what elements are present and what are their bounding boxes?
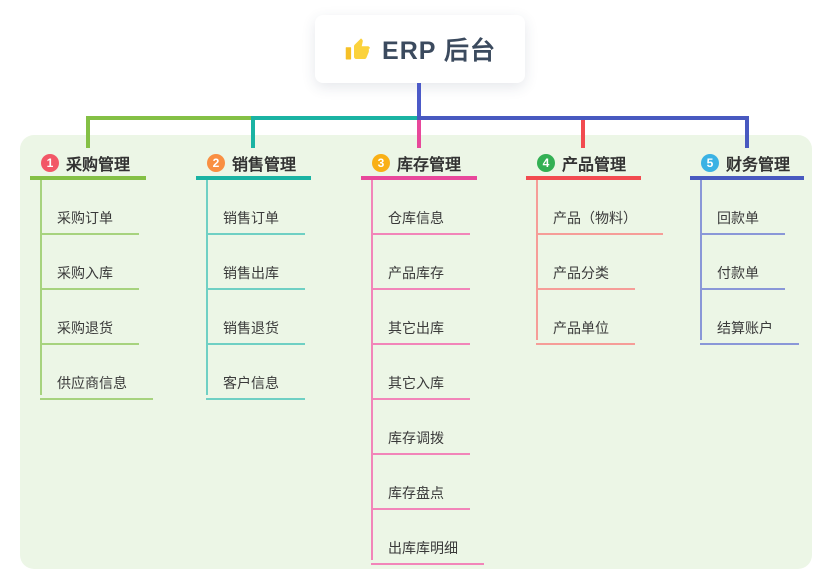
branch-number-badge: 1 — [41, 154, 59, 172]
child-node[interactable]: 销售订单 — [206, 198, 305, 235]
branch-header-finance[interactable]: 5 财务管理 — [690, 150, 804, 180]
connector-drop-branch5 — [745, 116, 749, 148]
connector-drop-branch3 — [417, 120, 421, 148]
child-node[interactable]: 供应商信息 — [40, 363, 153, 400]
child-node[interactable]: 销售出库 — [206, 253, 305, 290]
branch-number-badge: 2 — [207, 154, 225, 172]
connector-drop-branch2 — [251, 116, 255, 148]
branch-number-badge: 3 — [372, 154, 390, 172]
child-node[interactable]: 产品（物料） — [536, 198, 663, 235]
connector-horizontal-branch1 — [86, 116, 253, 120]
thumbs-up-icon — [344, 35, 372, 63]
child-node[interactable]: 结算账户 — [700, 308, 799, 345]
branch4-child-line — [536, 180, 538, 340]
branch-header-purchase[interactable]: 1 采购管理 — [30, 150, 146, 180]
child-node[interactable]: 采购退货 — [40, 308, 139, 345]
branch2-child-line — [206, 180, 208, 395]
mindmap-panel — [20, 135, 812, 569]
child-node[interactable]: 回款单 — [700, 198, 785, 235]
connector-root-vertical — [417, 83, 421, 116]
branch-label: 产品管理 — [562, 157, 627, 174]
child-node[interactable]: 仓库信息 — [371, 198, 470, 235]
root-title: ERP 后台 — [382, 37, 496, 65]
child-node[interactable]: 采购入库 — [40, 253, 139, 290]
connector-horizontal-branch5 — [417, 116, 749, 120]
child-node[interactable]: 客户信息 — [206, 363, 305, 400]
child-node[interactable]: 付款单 — [700, 253, 785, 290]
child-node[interactable]: 产品单位 — [536, 308, 635, 345]
branch-number-badge: 4 — [537, 154, 555, 172]
child-node[interactable]: 产品分类 — [536, 253, 635, 290]
child-node[interactable]: 其它出库 — [371, 308, 470, 345]
child-node[interactable]: 库存盘点 — [371, 473, 470, 510]
branch-label: 采购管理 — [66, 157, 131, 174]
root-node[interactable]: ERP 后台 — [315, 15, 525, 83]
branch-header-inventory[interactable]: 3 库存管理 — [361, 150, 477, 180]
connector-drop-branch4 — [581, 120, 585, 148]
branch3-child-line — [371, 180, 373, 560]
branch-number-badge: 5 — [701, 154, 719, 172]
child-node[interactable]: 产品库存 — [371, 253, 470, 290]
branch5-child-line — [700, 180, 702, 340]
branch-label: 财务管理 — [726, 157, 791, 174]
child-node[interactable]: 其它入库 — [371, 363, 470, 400]
branch1-child-line — [40, 180, 42, 395]
child-node[interactable]: 采购订单 — [40, 198, 139, 235]
child-node[interactable]: 库存调拨 — [371, 418, 470, 455]
branch-label: 销售管理 — [232, 157, 297, 174]
branch-label: 库存管理 — [397, 157, 462, 174]
branch-header-product[interactable]: 4 产品管理 — [526, 150, 641, 180]
branch-header-sales[interactable]: 2 销售管理 — [196, 150, 311, 180]
child-node[interactable]: 出库库明细 — [371, 528, 484, 565]
child-node[interactable]: 销售退货 — [206, 308, 305, 345]
connector-drop-branch1 — [86, 116, 90, 148]
connector-horizontal-branch2 — [251, 116, 419, 120]
